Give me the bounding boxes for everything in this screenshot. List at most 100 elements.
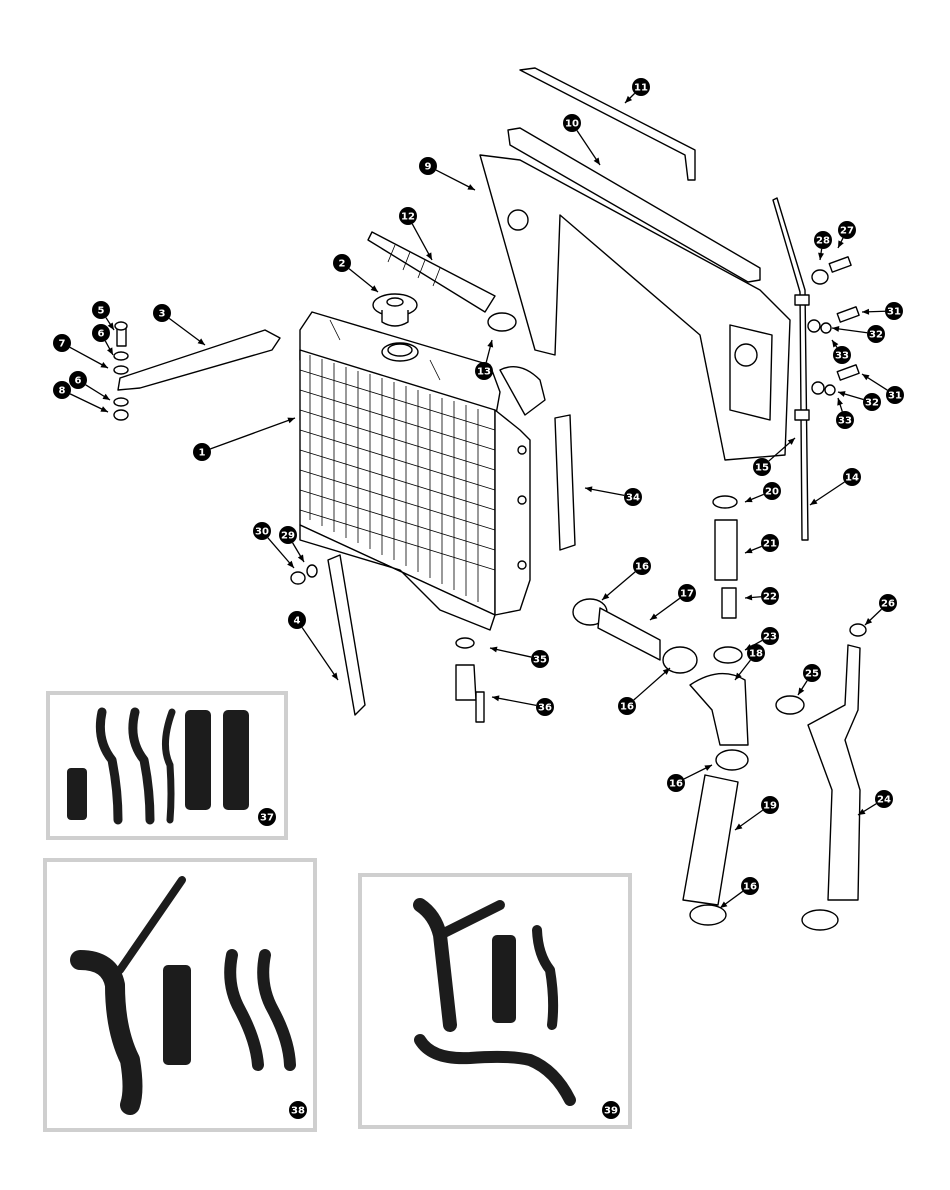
callout-badge [761, 627, 779, 645]
callout-arrowhead [865, 617, 873, 625]
callout-arrowhead [832, 340, 839, 348]
callout-number: 12 [401, 212, 415, 223]
callout-6: 6 [92, 324, 114, 356]
callout-number: 28 [816, 236, 830, 247]
callout-number: 14 [845, 473, 859, 484]
callout-35: 35 [489, 646, 549, 668]
callout-7: 7 [53, 334, 109, 369]
callout-arrowhead [837, 398, 843, 406]
callout-number: 37 [260, 813, 274, 824]
callout-arrowhead [287, 417, 295, 424]
callout-39: 39 [602, 1101, 620, 1119]
callout-badge [288, 611, 306, 629]
callout-arrowhead [467, 184, 475, 190]
callout-leader [633, 667, 671, 701]
callout-arrowhead [735, 823, 743, 830]
callout-number: 5 [98, 306, 105, 317]
callout-number: 30 [255, 527, 269, 538]
lower-stay [327, 554, 366, 716]
callout-number: 24 [877, 795, 891, 806]
callout-38: 38 [289, 1101, 307, 1119]
callout-19: 19 [734, 796, 779, 831]
callout-arrowhead [858, 808, 866, 815]
callout-badge [741, 877, 759, 895]
callout-arrowhead [735, 672, 742, 680]
callout-number: 16 [743, 882, 757, 893]
callout-arrowhead [487, 340, 494, 348]
callout-badge [624, 488, 642, 506]
callout-badge [153, 304, 171, 322]
callout-arrowhead [102, 393, 110, 400]
callout-9: 9 [419, 157, 476, 191]
callout-badge [803, 664, 821, 682]
callout-16: 16 [601, 557, 651, 601]
hose-clip [487, 312, 517, 332]
callout-badge [761, 587, 779, 605]
callout-leader [491, 696, 537, 706]
callout-number: 36 [538, 703, 552, 714]
callout-31: 31 [861, 373, 904, 404]
callout-number: 13 [477, 367, 491, 378]
callout-29: 29 [279, 526, 305, 563]
callout-badge [531, 650, 549, 668]
callout-arrowhead [745, 594, 753, 601]
callout-badge [563, 114, 581, 132]
fixings-right [807, 256, 860, 396]
callout-arrowhead [704, 765, 712, 771]
callout-number: 32 [869, 330, 883, 341]
callout-number: 3 [159, 309, 166, 320]
callout-34: 34 [584, 486, 642, 506]
callout-arrowhead [625, 95, 633, 103]
callout-number: 22 [763, 592, 777, 603]
callout-33: 33 [836, 397, 854, 429]
callout-badge [53, 381, 71, 399]
callout-2: 2 [333, 254, 379, 293]
top-hose [367, 231, 496, 313]
callout-27: 27 [837, 221, 856, 249]
callout-number: 35 [533, 655, 547, 666]
callout-number: 9 [425, 162, 432, 173]
callout-badge [193, 443, 211, 461]
callout-badge [763, 482, 781, 500]
callout-arrowhead [370, 285, 378, 292]
callout-11: 11 [624, 78, 650, 104]
callout-badge [279, 526, 297, 544]
callout-arrowhead [650, 613, 658, 620]
callout-arrowhead [426, 252, 432, 260]
callout-number: 27 [840, 226, 854, 237]
cowl-seal-upper [519, 67, 696, 181]
drain-tap [455, 637, 485, 723]
callout-32: 32 [837, 391, 881, 411]
hose-kit-39 [413, 898, 576, 1106]
callout-badge [879, 594, 897, 612]
callout-number: 4 [294, 616, 301, 627]
callout-badge [843, 468, 861, 486]
callout-number: 31 [888, 391, 902, 402]
radiator-cowl [479, 154, 791, 461]
callout-16: 16 [667, 764, 713, 792]
callout-badge [867, 325, 885, 343]
callout-layer: 1234567689101112131415161718161619162021… [53, 78, 904, 1119]
callout-arrowhead [585, 486, 593, 493]
side-strip [554, 414, 576, 551]
callout-badge [602, 1101, 620, 1119]
callout-badge [836, 411, 854, 429]
callout-badge [678, 584, 696, 602]
callout-number: 34 [626, 493, 640, 504]
callout-arrowhead [745, 547, 753, 554]
callout-arrowhead [197, 338, 205, 345]
callout-number: 18 [749, 649, 763, 660]
callout-number: 8 [59, 386, 66, 397]
callout-badge [258, 808, 276, 826]
callout-badge [863, 393, 881, 411]
callout-leader [301, 627, 339, 681]
callout-number: 39 [604, 1106, 618, 1117]
callout-leader [601, 571, 636, 601]
callout-leader [210, 417, 296, 450]
callout-arrowhead [490, 646, 498, 653]
callout-36: 36 [491, 695, 554, 716]
callout-arrowhead [798, 687, 805, 695]
callout-13: 13 [475, 339, 494, 380]
callout-arrowhead [662, 668, 670, 675]
